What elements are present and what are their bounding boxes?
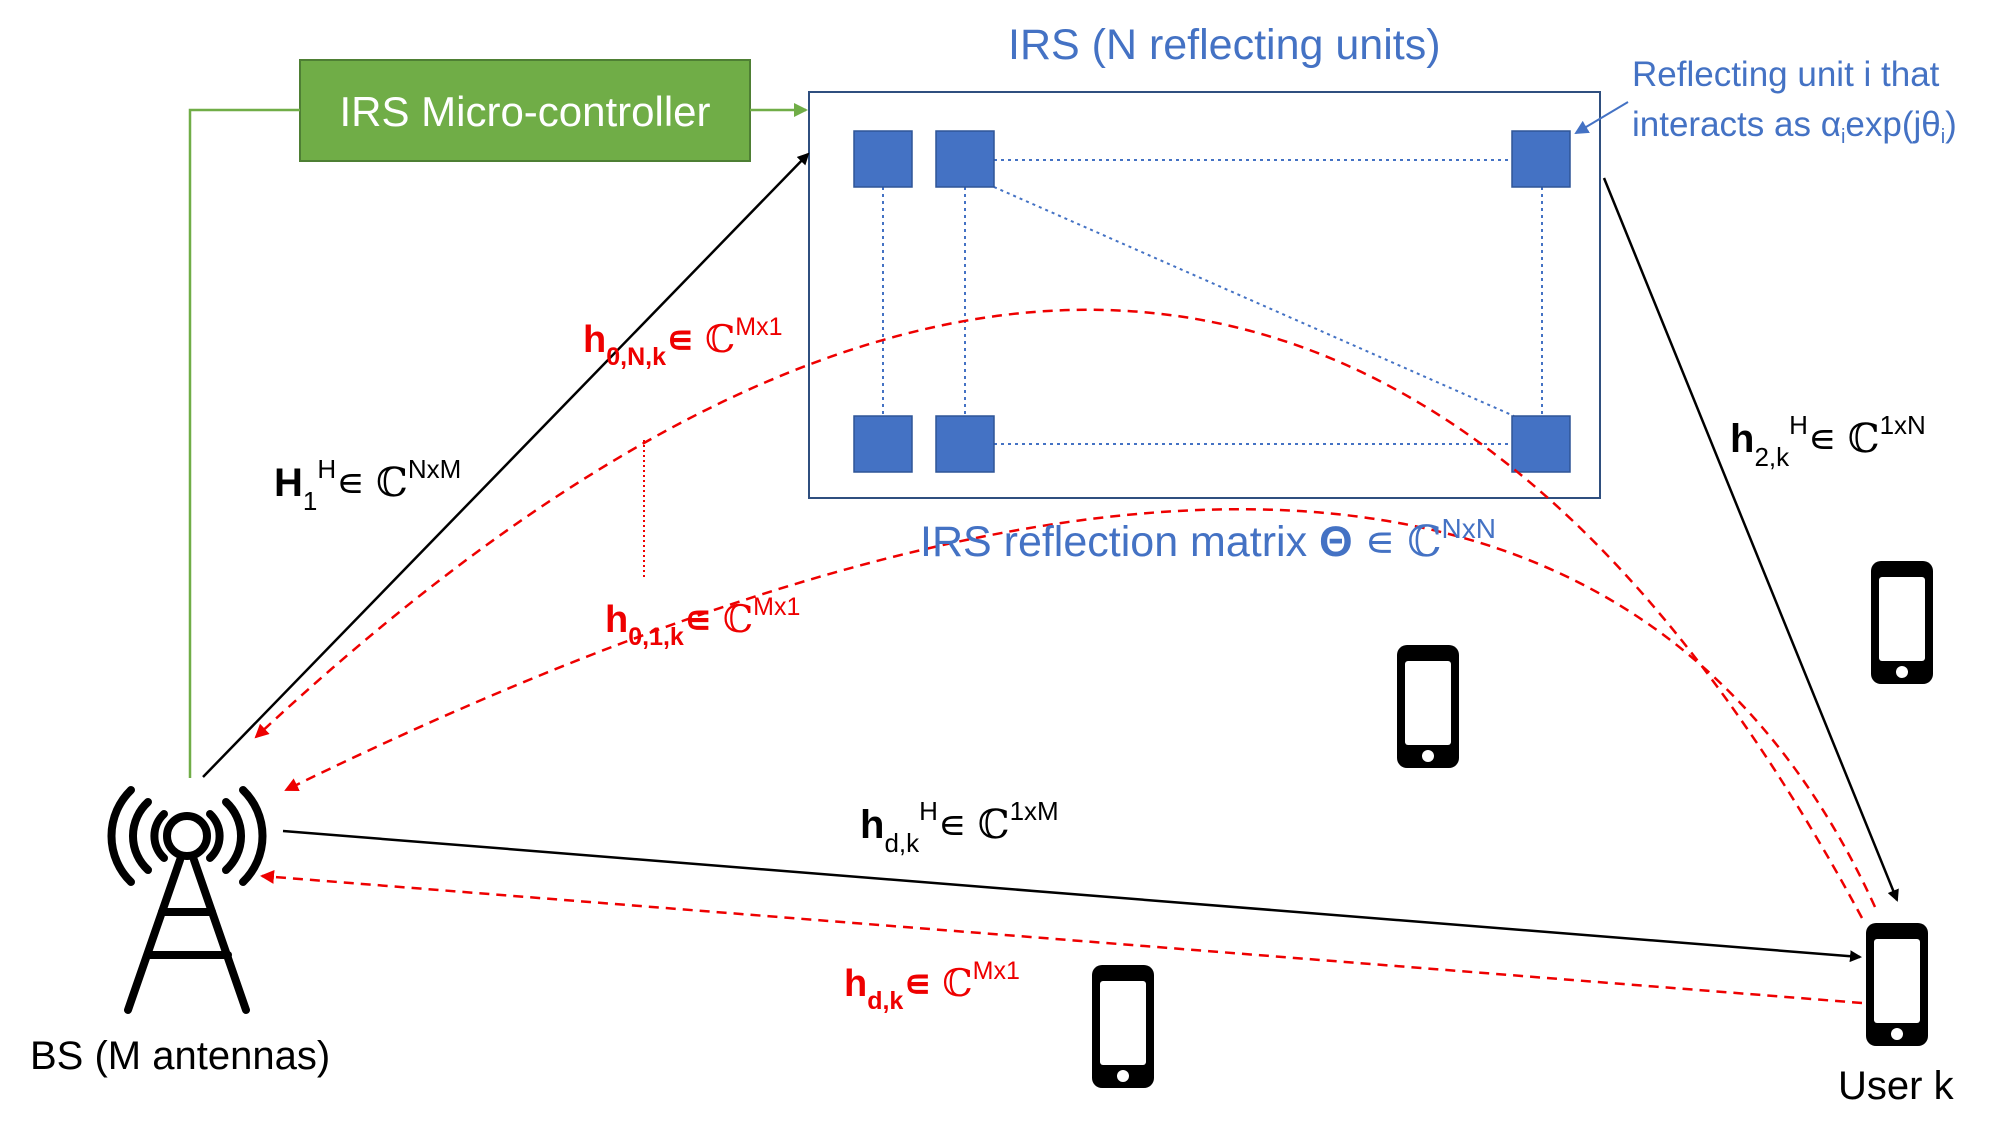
- irs-reflecting-units: [853, 130, 1571, 473]
- reflecting-unit: [935, 415, 995, 473]
- irs-panel: [808, 91, 1601, 499]
- user-label: User k: [1838, 1064, 1955, 1108]
- label-h01k: h0,1,k∊ ℂMx1: [605, 593, 800, 651]
- reflecting-unit: [1511, 130, 1571, 188]
- label-H1: H1H∊ ℂNxM: [274, 454, 461, 516]
- antenna-tower-icon: [107, 786, 267, 1014]
- label-h0Nk: h0,N,k∊ ℂMx1: [583, 313, 783, 371]
- link-bs-to-irs: [202, 152, 810, 778]
- uplink-via-unit-1: [284, 508, 1877, 908]
- smartphone-icon: [1092, 965, 1154, 1088]
- control-line: [188, 108, 300, 778]
- bs-label: BS (M antennas): [30, 1034, 330, 1078]
- user-k-phone: [1866, 923, 1928, 1046]
- reflecting-unit: [1511, 415, 1571, 473]
- link-bs-to-user: [282, 829, 1862, 963]
- smartphone-icon: [1871, 561, 1933, 684]
- reflecting-unit: [853, 130, 913, 188]
- unit-note-line2: interacts as αiexp(jθi): [1632, 105, 1957, 148]
- unit-pointer-arrow: [1574, 101, 1629, 135]
- micro-controller-box: [299, 59, 751, 162]
- irs-matrix-label: IRS reflection matrix Θ ∊ ℂNxN: [920, 513, 1496, 567]
- reflecting-unit: [853, 415, 913, 473]
- irs-unit-links: [882, 159, 1543, 445]
- label-h2: h2,kH∊ ℂ1xN: [1730, 410, 1926, 472]
- reflecting-unit: [935, 130, 995, 188]
- label-hdk-H: hd,kH∊ ℂ1xM: [860, 796, 1059, 858]
- micro-controller-label: IRS Micro-controller: [339, 88, 710, 135]
- label-hdk: hd,k∊ ℂMx1: [844, 957, 1020, 1015]
- uplink-via-unit-n: [254, 308, 1864, 919]
- uplink-direct: [260, 869, 1863, 1005]
- link-irs-to-user: [1602, 177, 1899, 902]
- smartphone-icon: [1397, 645, 1459, 768]
- unit-note-line1: Reflecting unit i that: [1632, 55, 1940, 94]
- irs-title: IRS (N reflecting units): [1008, 21, 1441, 69]
